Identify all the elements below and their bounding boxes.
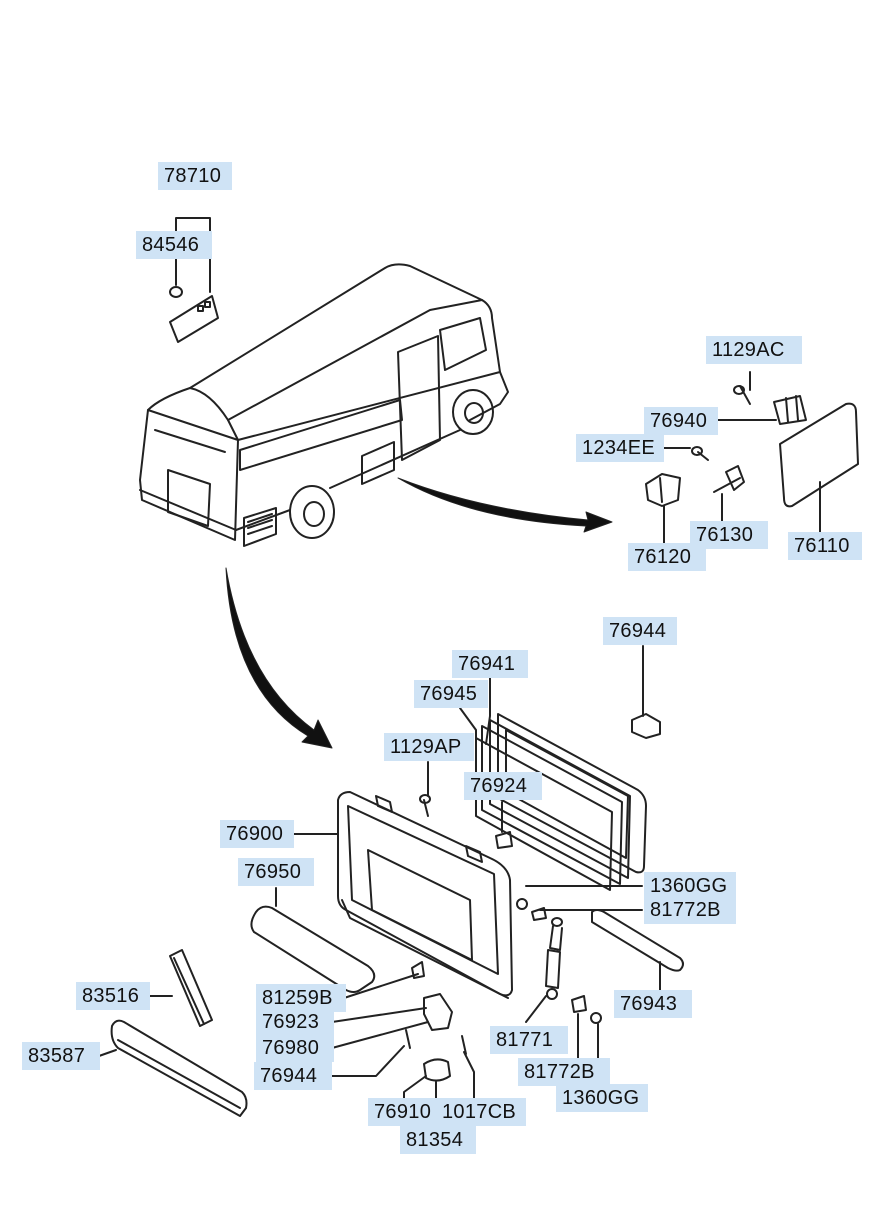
label-81772B-a: 81772B — [644, 896, 736, 924]
label-76944-top: 76944 — [603, 617, 677, 645]
label-81354: 81354 — [400, 1126, 476, 1154]
label-76980: 76980 — [256, 1034, 334, 1062]
label-1129AC: 1129AC — [706, 336, 802, 364]
van-drawing — [139, 263, 509, 547]
label-76924: 76924 — [464, 772, 542, 800]
label-1129AP: 1129AP — [384, 733, 474, 761]
tailgate-group — [98, 645, 684, 1125]
label-76910: 76910 — [368, 1098, 442, 1126]
label-1017CB: 1017CB — [436, 1098, 526, 1126]
label-76923: 76923 — [256, 1008, 334, 1036]
label-1360GG-b: 1360GG — [556, 1084, 648, 1112]
label-76944-bot: 76944 — [254, 1062, 332, 1090]
label-76110: 76110 — [788, 532, 862, 560]
label-81772B-b: 81772B — [518, 1058, 610, 1086]
label-84546: 84546 — [136, 231, 212, 259]
label-1360GG-a: 1360GG — [644, 872, 736, 900]
label-76900: 76900 — [220, 820, 294, 848]
label-76950: 76950 — [238, 858, 314, 886]
label-78710: 78710 — [158, 162, 232, 190]
label-81259B: 81259B — [256, 984, 346, 1012]
label-76940: 76940 — [644, 407, 718, 435]
label-76943: 76943 — [614, 990, 692, 1018]
label-76130: 76130 — [690, 521, 768, 549]
label-76945: 76945 — [414, 680, 488, 708]
label-83587: 83587 — [22, 1042, 100, 1070]
label-76941: 76941 — [452, 650, 528, 678]
fuel-lid-parts — [169, 217, 219, 343]
label-1234EE: 1234EE — [576, 434, 664, 462]
label-83516: 83516 — [76, 982, 150, 1010]
label-81771: 81771 — [490, 1026, 568, 1054]
arrows — [225, 477, 613, 749]
side-door-group — [645, 371, 859, 547]
